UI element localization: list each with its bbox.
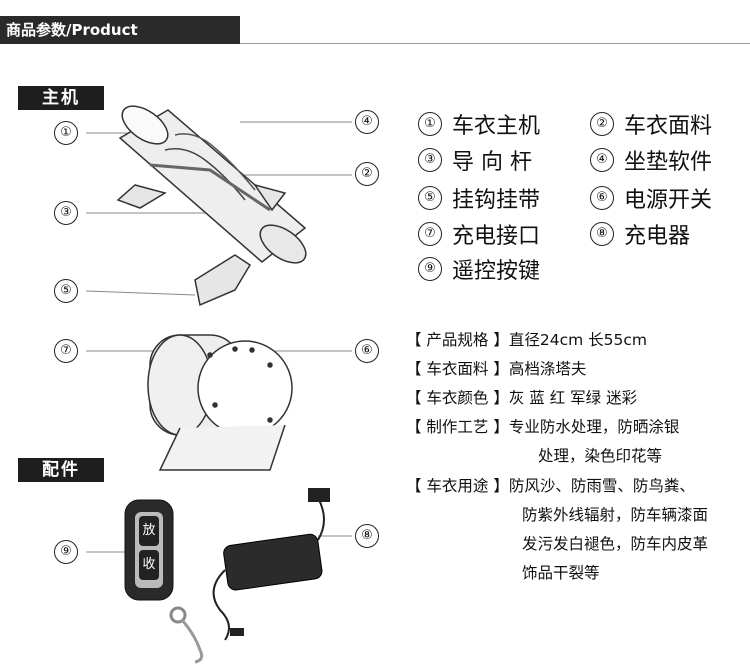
part-item: ⑨ 遥控按键 — [418, 253, 540, 285]
part-item: ② 车衣面料 — [590, 108, 712, 140]
spec-value: 专业防水处理，防晒涂银 — [508, 418, 680, 436]
spec-continuation: 防紫外线辐射，防车辆漆面 — [522, 506, 709, 524]
part-number: ⑤ — [418, 186, 442, 210]
remote-release-button-label: 放 — [142, 523, 156, 538]
part-number: ② — [590, 112, 614, 136]
part-name: 充电器 — [624, 224, 691, 249]
spec-continuation: 处理，染色印花等 — [538, 447, 663, 465]
spec-label: 【 产品规格 】 — [406, 331, 509, 349]
spec-row: 【 制作工艺 】专业防水处理，防晒涂银 — [406, 415, 679, 437]
part-name: 挂钩挂带 — [452, 188, 541, 213]
part-number: ⑨ — [418, 257, 442, 281]
spec-value: 防风沙、防雨雪、防鸟粪、 — [508, 477, 695, 495]
accessories-label: 配件 — [18, 458, 104, 482]
callout-9: ⑨ — [54, 540, 78, 564]
part-name: 车衣面料 — [624, 114, 713, 139]
spec-row: 【 车衣用途 】防风沙、防雨雪、防鸟粪、 — [406, 474, 695, 496]
callout-7: ⑦ — [54, 339, 78, 363]
part-name: 导 向 杆 — [452, 150, 532, 175]
part-number: ⑦ — [418, 222, 442, 246]
spec-value: 直径24cm 长55cm — [508, 331, 647, 349]
part-item: ⑧ 充电器 — [590, 218, 690, 250]
part-number: ④ — [590, 148, 614, 172]
part-item: ⑥ 电源开关 — [590, 182, 712, 214]
part-name: 车衣主机 — [452, 114, 541, 139]
spec-row: 【 车衣面料 】高档涤塔夫 — [406, 357, 586, 379]
spec-label: 【 车衣颜色 】 — [406, 389, 509, 407]
spec-value: 高档涤塔夫 — [508, 360, 587, 378]
spec-label: 【 车衣用途 】 — [406, 477, 509, 495]
part-item: ① 车衣主机 — [418, 108, 540, 140]
header-divider — [240, 43, 750, 44]
part-number: ⑥ — [590, 186, 614, 210]
callout-3: ③ — [54, 201, 78, 225]
spec-label: 【 车衣面料 】 — [406, 360, 509, 378]
remote-retract-button-label: 收 — [142, 557, 156, 572]
callout-6: ⑥ — [355, 339, 379, 363]
end-view-drawing — [147, 334, 293, 471]
callout-4: ④ — [355, 110, 379, 134]
part-number: ③ — [418, 148, 442, 172]
spec-label: 【 制作工艺 】 — [406, 418, 509, 436]
main-unit-label: 主机 — [18, 86, 104, 110]
part-name: 充电接口 — [452, 224, 541, 249]
part-number: ① — [418, 112, 442, 136]
spec-value: 灰 蓝 红 军绿 迷彩 — [508, 389, 638, 407]
section-header: 商品参数/Product Parameters — [0, 16, 240, 67]
main-unit-drawing — [116, 105, 307, 307]
part-name: 电源开关 — [624, 188, 713, 213]
spec-row: 【 车衣颜色 】灰 蓝 红 军绿 迷彩 — [406, 386, 637, 408]
charger-drawing — [212, 488, 330, 641]
part-name: 遥控按键 — [452, 259, 541, 284]
callout-5: ⑤ — [54, 279, 78, 303]
part-number: ⑧ — [590, 222, 614, 246]
spec-continuation: 发污发白褪色，防车内皮革 — [522, 535, 709, 553]
part-item: ⑤ 挂钩挂带 — [418, 182, 540, 214]
spec-continuation: 饰品干裂等 — [522, 564, 600, 582]
callout-2: ② — [355, 162, 379, 186]
spec-row: 【 产品规格 】直径24cm 长55cm — [406, 328, 647, 350]
part-item: ③ 导 向 杆 — [418, 144, 532, 176]
callout-1: ① — [54, 121, 78, 145]
callout-8: ⑧ — [355, 524, 379, 548]
remote-control-drawing — [124, 499, 204, 664]
part-item: ⑦ 充电接口 — [418, 218, 540, 250]
part-item: ④ 坐垫软件 — [590, 144, 712, 176]
part-name: 坐垫软件 — [624, 150, 713, 175]
